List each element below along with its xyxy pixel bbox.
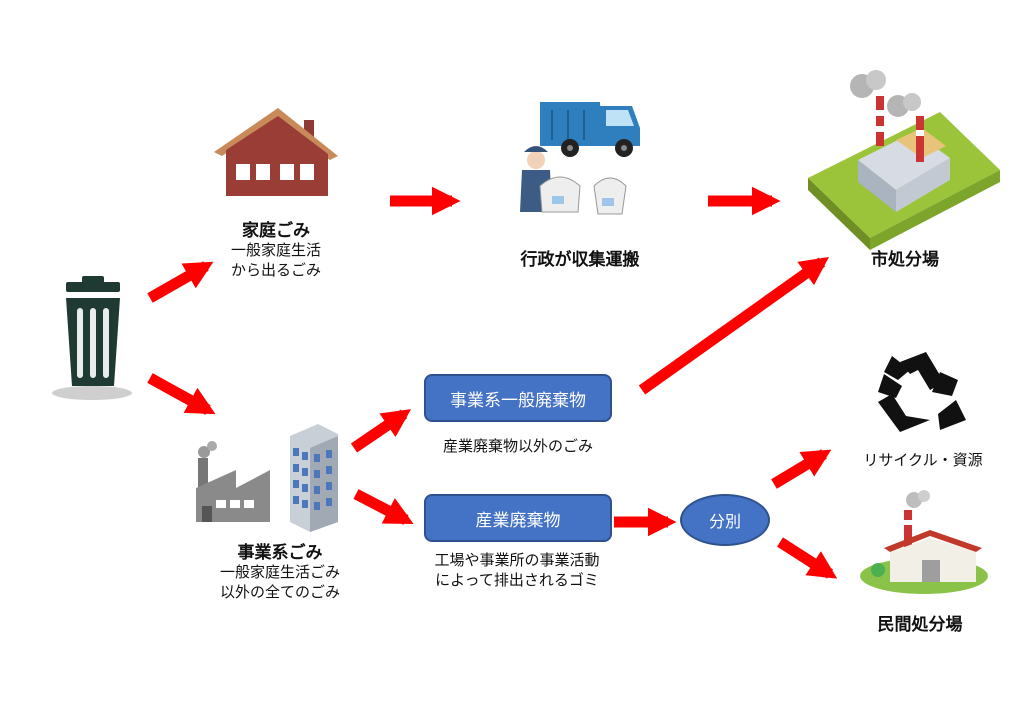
- household-desc-line1: 一般家庭生活: [230, 241, 321, 259]
- flow-arrows: [147, 186, 838, 579]
- arrow-trash-to-business: [147, 373, 216, 415]
- household-title: 家庭ごみ: [242, 221, 310, 241]
- recycle-title: リサイクル・資源: [863, 451, 983, 469]
- office-building-icon: [290, 424, 338, 532]
- arrow-trash-to-household: [147, 261, 214, 303]
- business-title: 事業系ごみ: [237, 543, 323, 563]
- general-business-waste-desc: 産業廃棄物以外のごみ: [442, 437, 593, 455]
- arrow-general-to-city: [638, 257, 829, 395]
- arrow-sorting-to-private: [777, 537, 838, 579]
- incineration-plant-icon: [808, 70, 1000, 250]
- industrial-waste-desc-line1: 工場や事業所の事業活動: [434, 551, 600, 569]
- arrow-business-to-general: [350, 409, 412, 453]
- industrial-waste-desc-line2: によって排出されるゴミ: [435, 571, 599, 589]
- worker-icon: [520, 146, 627, 215]
- household-desc-line2: から出るごみ: [230, 261, 321, 279]
- factory-icon: [196, 441, 270, 522]
- arrow-sorting-to-recycle: [771, 449, 832, 489]
- recycle-icon: [878, 352, 966, 432]
- business-desc-line1: 一般家庭生活ごみ: [219, 563, 340, 581]
- house-icon: [214, 108, 338, 196]
- general-business-waste-box: 事業系一般廃棄物: [424, 374, 612, 422]
- garbage-truck-icon: [540, 102, 640, 157]
- private-facility-icon: [860, 490, 988, 594]
- arrow-business-to-industrial: [353, 489, 414, 525]
- city-facility-title: 市処分場: [871, 250, 939, 270]
- sorting-node: 分別: [680, 494, 770, 546]
- industrial-waste-box: 産業廃棄物: [424, 494, 612, 542]
- collection-title: 行政が収集運搬: [520, 250, 640, 270]
- private-facility-title: 民間処分場: [877, 615, 963, 635]
- trash-can-icon: [52, 276, 132, 400]
- business-desc-line2: 以外の全てのごみ: [219, 583, 340, 601]
